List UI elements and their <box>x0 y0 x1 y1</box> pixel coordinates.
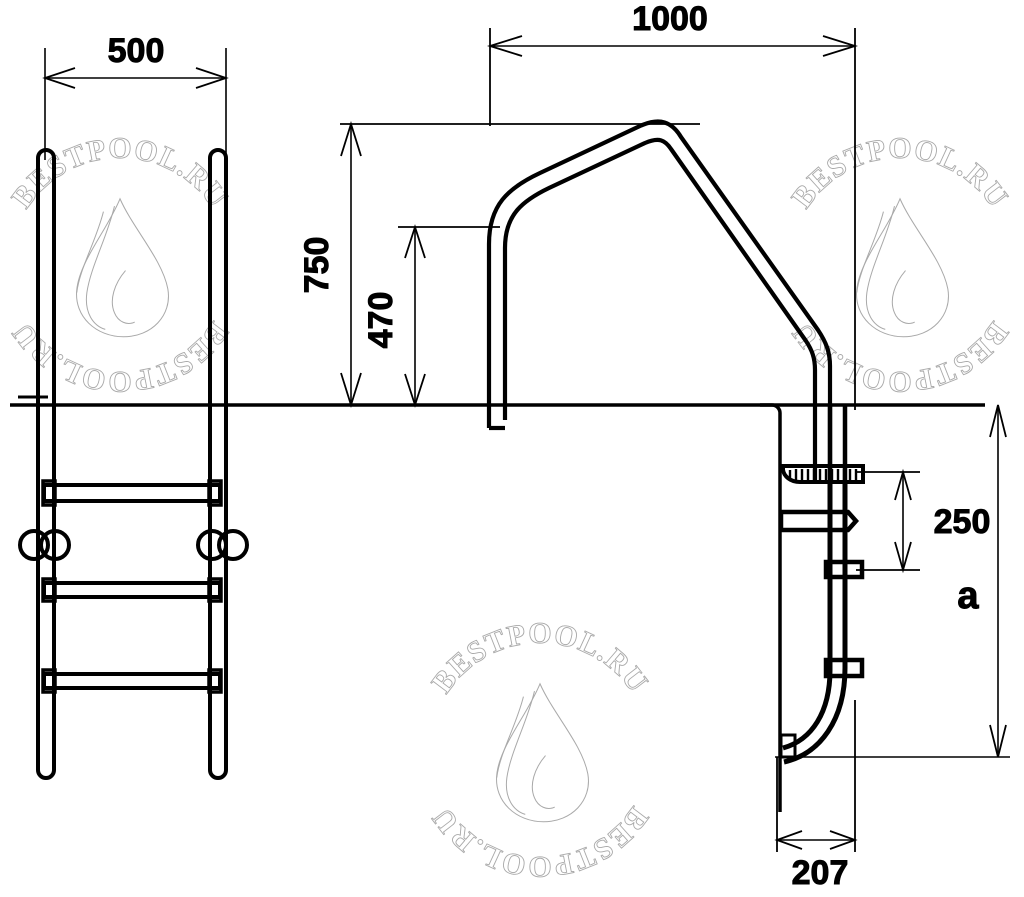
bumper-disc-right <box>217 529 249 561</box>
ladder-stringer-inner <box>783 480 848 765</box>
arrowhead-icon <box>774 830 803 850</box>
step-end-caps <box>41 479 223 694</box>
dimension-470: 470 <box>362 224 500 408</box>
dimension-label-250: 250 <box>934 503 991 541</box>
tread-hatch <box>788 469 858 480</box>
step-end-cap <box>207 577 223 603</box>
ladder-steps <box>42 483 222 690</box>
handrail-inner-tube <box>502 137 818 480</box>
ladder-step-second <box>778 509 860 533</box>
dimension-750: 750 <box>298 120 700 409</box>
ladder-step <box>42 672 222 690</box>
handrail-outer-tube <box>486 119 833 480</box>
step-end-cap <box>207 668 223 694</box>
dimension-500: 500 <box>42 32 229 160</box>
arrowhead-icon <box>486 35 523 57</box>
ladder-step <box>42 581 222 599</box>
dimension-label-500: 500 <box>108 32 165 70</box>
arrowhead-icon <box>989 404 1007 438</box>
step-end-cap <box>207 479 223 507</box>
arrowhead-icon <box>989 724 1007 758</box>
ladder-foot-block <box>779 733 797 759</box>
side-elevation-view <box>10 395 1010 812</box>
pool-wall <box>760 403 782 812</box>
arrowhead-icon <box>404 224 426 259</box>
arrowhead-icon <box>894 468 912 501</box>
dimension-250: 250 <box>856 468 991 574</box>
arrowhead-icon <box>42 67 76 89</box>
arrowhead-icon <box>829 830 858 850</box>
watermark-text: BESTPOOL.RU <box>425 801 654 883</box>
front-elevation-view <box>18 148 249 780</box>
dimension-label-a: a <box>957 575 979 617</box>
watermark-text: BESTPOOL.RU <box>785 132 1014 214</box>
dimension-label-470: 470 <box>362 292 400 349</box>
step-end-cap <box>41 668 57 694</box>
submerged-ladder-section <box>778 405 865 765</box>
step-collar <box>823 657 865 679</box>
watermark-text: BESTPOOL.RU <box>785 316 1014 398</box>
bumper-disc-left <box>18 529 50 561</box>
ladder-rail-left <box>36 148 56 780</box>
arrowhead-icon <box>404 373 426 408</box>
watermark-group: BESTPOOL.RU BESTPOOL.RU BESTPOOL.RU <box>5 131 1014 883</box>
dimension-1000: 1000 <box>486 0 859 410</box>
ladder-step-top <box>781 464 865 484</box>
bumper-disc-left <box>39 529 71 561</box>
arrowhead-icon <box>894 541 912 574</box>
step-end-cap <box>41 577 57 603</box>
arrowhead-icon <box>340 372 362 409</box>
watermark-logo: BESTPOOL.RU BESTPOOL.RU <box>425 616 654 883</box>
watermark-text: BESTPOOL.RU <box>425 617 654 699</box>
dimension-207: 207 <box>774 700 858 893</box>
dimension-label-1000: 1000 <box>632 0 708 38</box>
dimension-label-207: 207 <box>792 854 849 892</box>
ladder-step <box>42 483 222 503</box>
arrowhead-icon <box>822 35 859 57</box>
step-end-cap <box>41 479 57 507</box>
ladder-bumpers <box>18 529 249 561</box>
arrowhead-icon <box>195 67 229 89</box>
step-tread-profile <box>781 464 865 484</box>
ladder-stringer <box>782 480 833 751</box>
dimension-a: a <box>957 404 1007 758</box>
watermark-logo: BESTPOOL.RU BESTPOOL.RU <box>785 131 1014 398</box>
handrail <box>486 119 833 480</box>
dimension-label-750: 750 <box>298 237 336 294</box>
arrowhead-icon <box>340 120 362 157</box>
bumper-disc-right <box>196 529 228 561</box>
